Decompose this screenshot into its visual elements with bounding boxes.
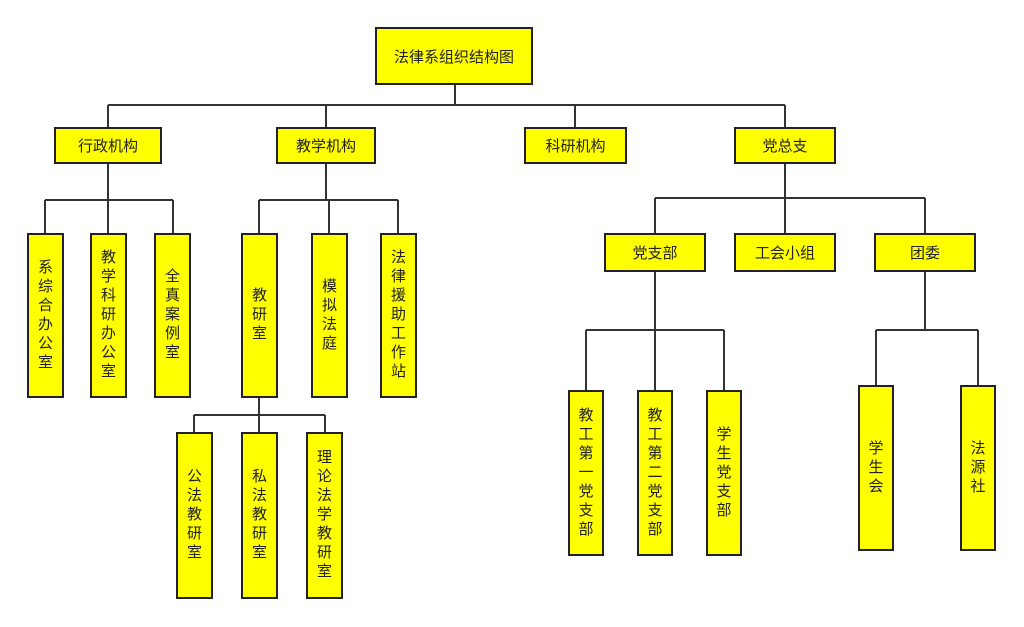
node-private-law: 私法教研室: [241, 432, 278, 599]
node-public-law: 公法教研室: [176, 432, 213, 599]
node-admin-office: 系综合办公室: [27, 233, 64, 398]
node-private-law-label: 私法教研室: [250, 468, 268, 563]
node-admin: 行政机构: [54, 127, 162, 164]
node-public-law-label: 公法教研室: [185, 468, 203, 563]
node-faculty-branch-1: 教工第一党支部: [568, 390, 604, 556]
root-node-label: 法律系组织结构图: [393, 47, 514, 66]
node-moot-court-label: 模拟法庭: [320, 277, 338, 354]
node-admin-label: 行政机构: [77, 137, 138, 155]
node-admin-office-label: 系综合办公室: [36, 258, 54, 373]
node-legal-aid-label: 法律援助工作站: [389, 249, 407, 382]
node-legal-aid: 法律援助工作站: [380, 233, 417, 398]
node-union-group-label: 工会小组: [754, 244, 815, 262]
node-league: 团委: [874, 233, 976, 272]
node-fayuan-club-label: 法源社: [968, 439, 987, 497]
node-student-branch: 学生党支部: [706, 390, 742, 556]
node-case-room: 全真案例室: [154, 233, 191, 398]
node-teaching-research-office: 教学科研办公室: [90, 233, 127, 398]
node-teaching-research-room: 教研室: [241, 233, 278, 398]
node-research-label: 科研机构: [545, 137, 606, 155]
node-student-union-label: 学生会: [866, 439, 885, 497]
root-node: 法律系组织结构图: [375, 27, 533, 85]
node-moot-court: 模拟法庭: [311, 233, 348, 398]
node-teaching: 教学机构: [276, 127, 376, 164]
node-case-room-label: 全真案例室: [163, 268, 181, 363]
node-faculty-branch-2-label: 教工第二党支部: [645, 406, 664, 540]
node-party-branch-label: 党支部: [632, 244, 678, 262]
node-party-label: 党总支: [762, 137, 808, 155]
node-student-branch-label: 学生党支部: [714, 425, 733, 521]
node-league-label: 团委: [909, 244, 940, 262]
node-faculty-branch-1-label: 教工第一党支部: [576, 406, 595, 540]
node-theory-law-label: 理论法学教研室: [315, 449, 333, 582]
node-student-union: 学生会: [858, 385, 894, 551]
node-faculty-branch-2: 教工第二党支部: [637, 390, 673, 556]
node-party: 党总支: [734, 127, 836, 164]
node-teaching-research-office-label: 教学科研办公室: [99, 249, 117, 382]
node-fayuan-club: 法源社: [960, 385, 996, 551]
node-union-group: 工会小组: [734, 233, 836, 272]
node-teaching-research-room-label: 教研室: [250, 287, 268, 344]
node-teaching-label: 教学机构: [295, 137, 356, 155]
node-party-branch: 党支部: [604, 233, 706, 272]
node-research: 科研机构: [524, 127, 627, 164]
node-theory-law: 理论法学教研室: [306, 432, 343, 599]
